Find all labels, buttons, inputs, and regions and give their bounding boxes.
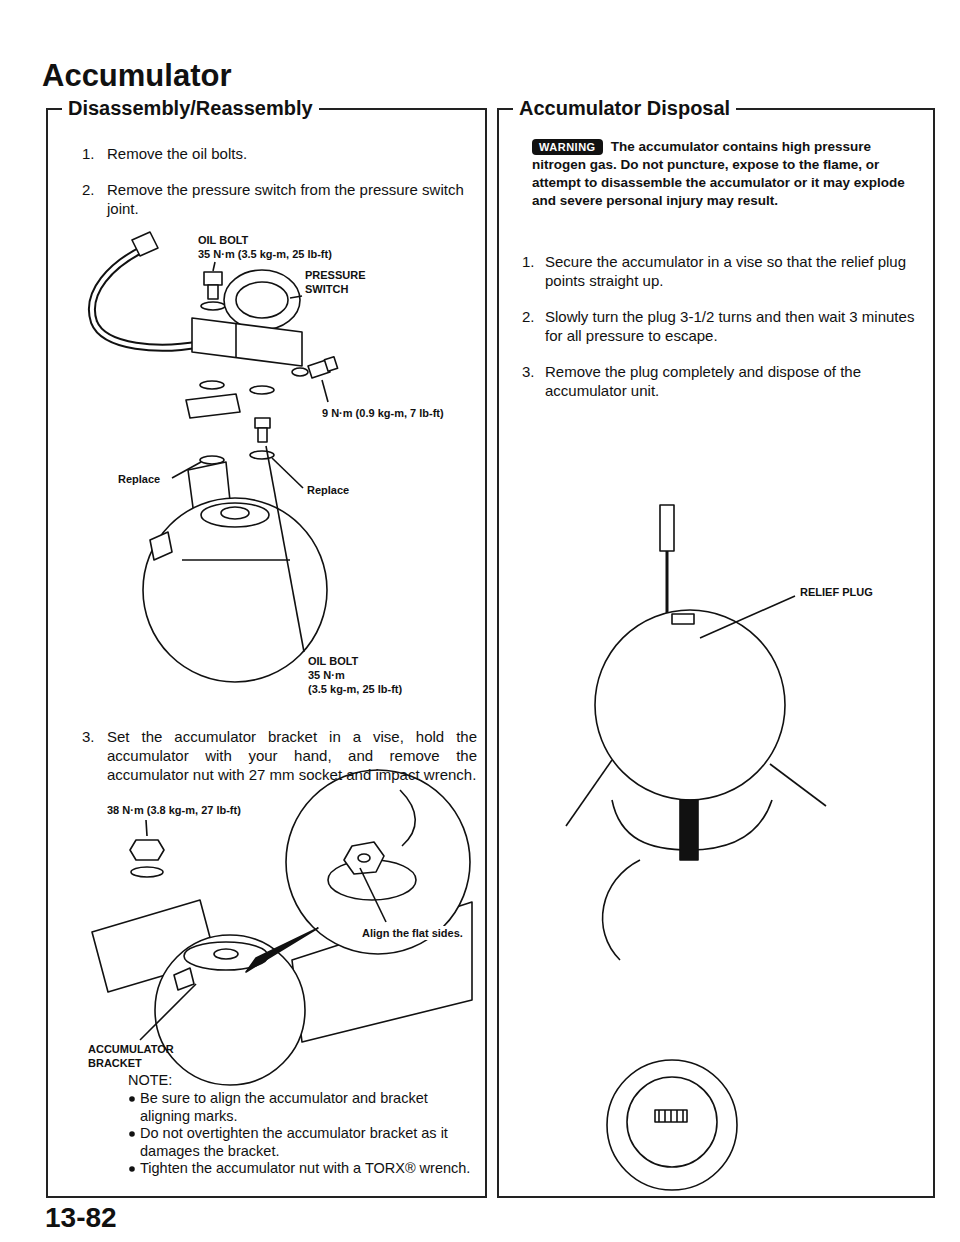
warning-box: WARNINGThe accumulator contains high pre… xyxy=(532,138,912,210)
part-name: PRESSURE SWITCH xyxy=(305,268,385,296)
warning-badge: WARNING xyxy=(532,139,603,155)
section-panel: Accumulator DisposalWARNINGThe accumulat… xyxy=(497,108,935,1198)
note-text: Be sure to align the accumulator and bra… xyxy=(140,1090,478,1125)
part-name: ACCUMULATOR BRACKET xyxy=(88,1042,188,1070)
callout-note: Align the flat sides. xyxy=(360,926,465,940)
step-number: 3. xyxy=(522,362,535,381)
note-text: Tighten the accumulator nut with a TORX®… xyxy=(140,1160,478,1178)
replace-note: Replace xyxy=(307,483,349,497)
step-text: Remove the pressure switch from the pres… xyxy=(107,180,477,218)
step-text: Remove the oil bolts. xyxy=(107,144,477,163)
step-number: 1. xyxy=(522,252,535,271)
note-text: Do not overtighten the accumulator brack… xyxy=(140,1125,478,1160)
step-text: Slowly turn the plug 3-1/2 turns and the… xyxy=(545,307,930,345)
torque-spec: (3.5 kg-m, 25 lb-ft) xyxy=(308,682,402,696)
step-number: 2. xyxy=(522,307,535,326)
torque-spec: 9 N·m (0.9 kg-m, 7 lb-ft) xyxy=(322,406,444,420)
page-title: Accumulator xyxy=(42,58,231,94)
section-heading: Accumulator Disposal xyxy=(513,96,736,120)
note-heading: NOTE: xyxy=(128,1072,172,1090)
step-text: Set the accumulator bracket in a vise, h… xyxy=(107,727,477,784)
section-panel: Disassembly/Reassembly xyxy=(46,108,487,1198)
torque-spec: 38 N·m (3.8 kg-m, 27 lb-ft) xyxy=(107,803,241,817)
section-heading: Disassembly/Reassembly xyxy=(62,96,319,120)
step-number: 1. xyxy=(82,144,95,163)
step-number: 2. xyxy=(82,180,95,199)
step-number: 3. xyxy=(82,727,95,746)
torque-spec: 35 N·m xyxy=(308,668,345,682)
replace-note: Replace xyxy=(118,472,160,486)
step-text: Secure the accumulator in a vise so that… xyxy=(545,252,930,290)
page-number: 13-82 xyxy=(45,1202,117,1234)
torque-spec: 35 N·m (3.5 kg-m, 25 lb-ft) xyxy=(198,247,332,261)
part-name: OIL BOLT xyxy=(308,654,358,668)
step-text: Remove the plug completely and dispose o… xyxy=(545,362,930,400)
part-name: RELIEF PLUG xyxy=(800,585,873,599)
part-name: OIL BOLT xyxy=(198,233,248,247)
